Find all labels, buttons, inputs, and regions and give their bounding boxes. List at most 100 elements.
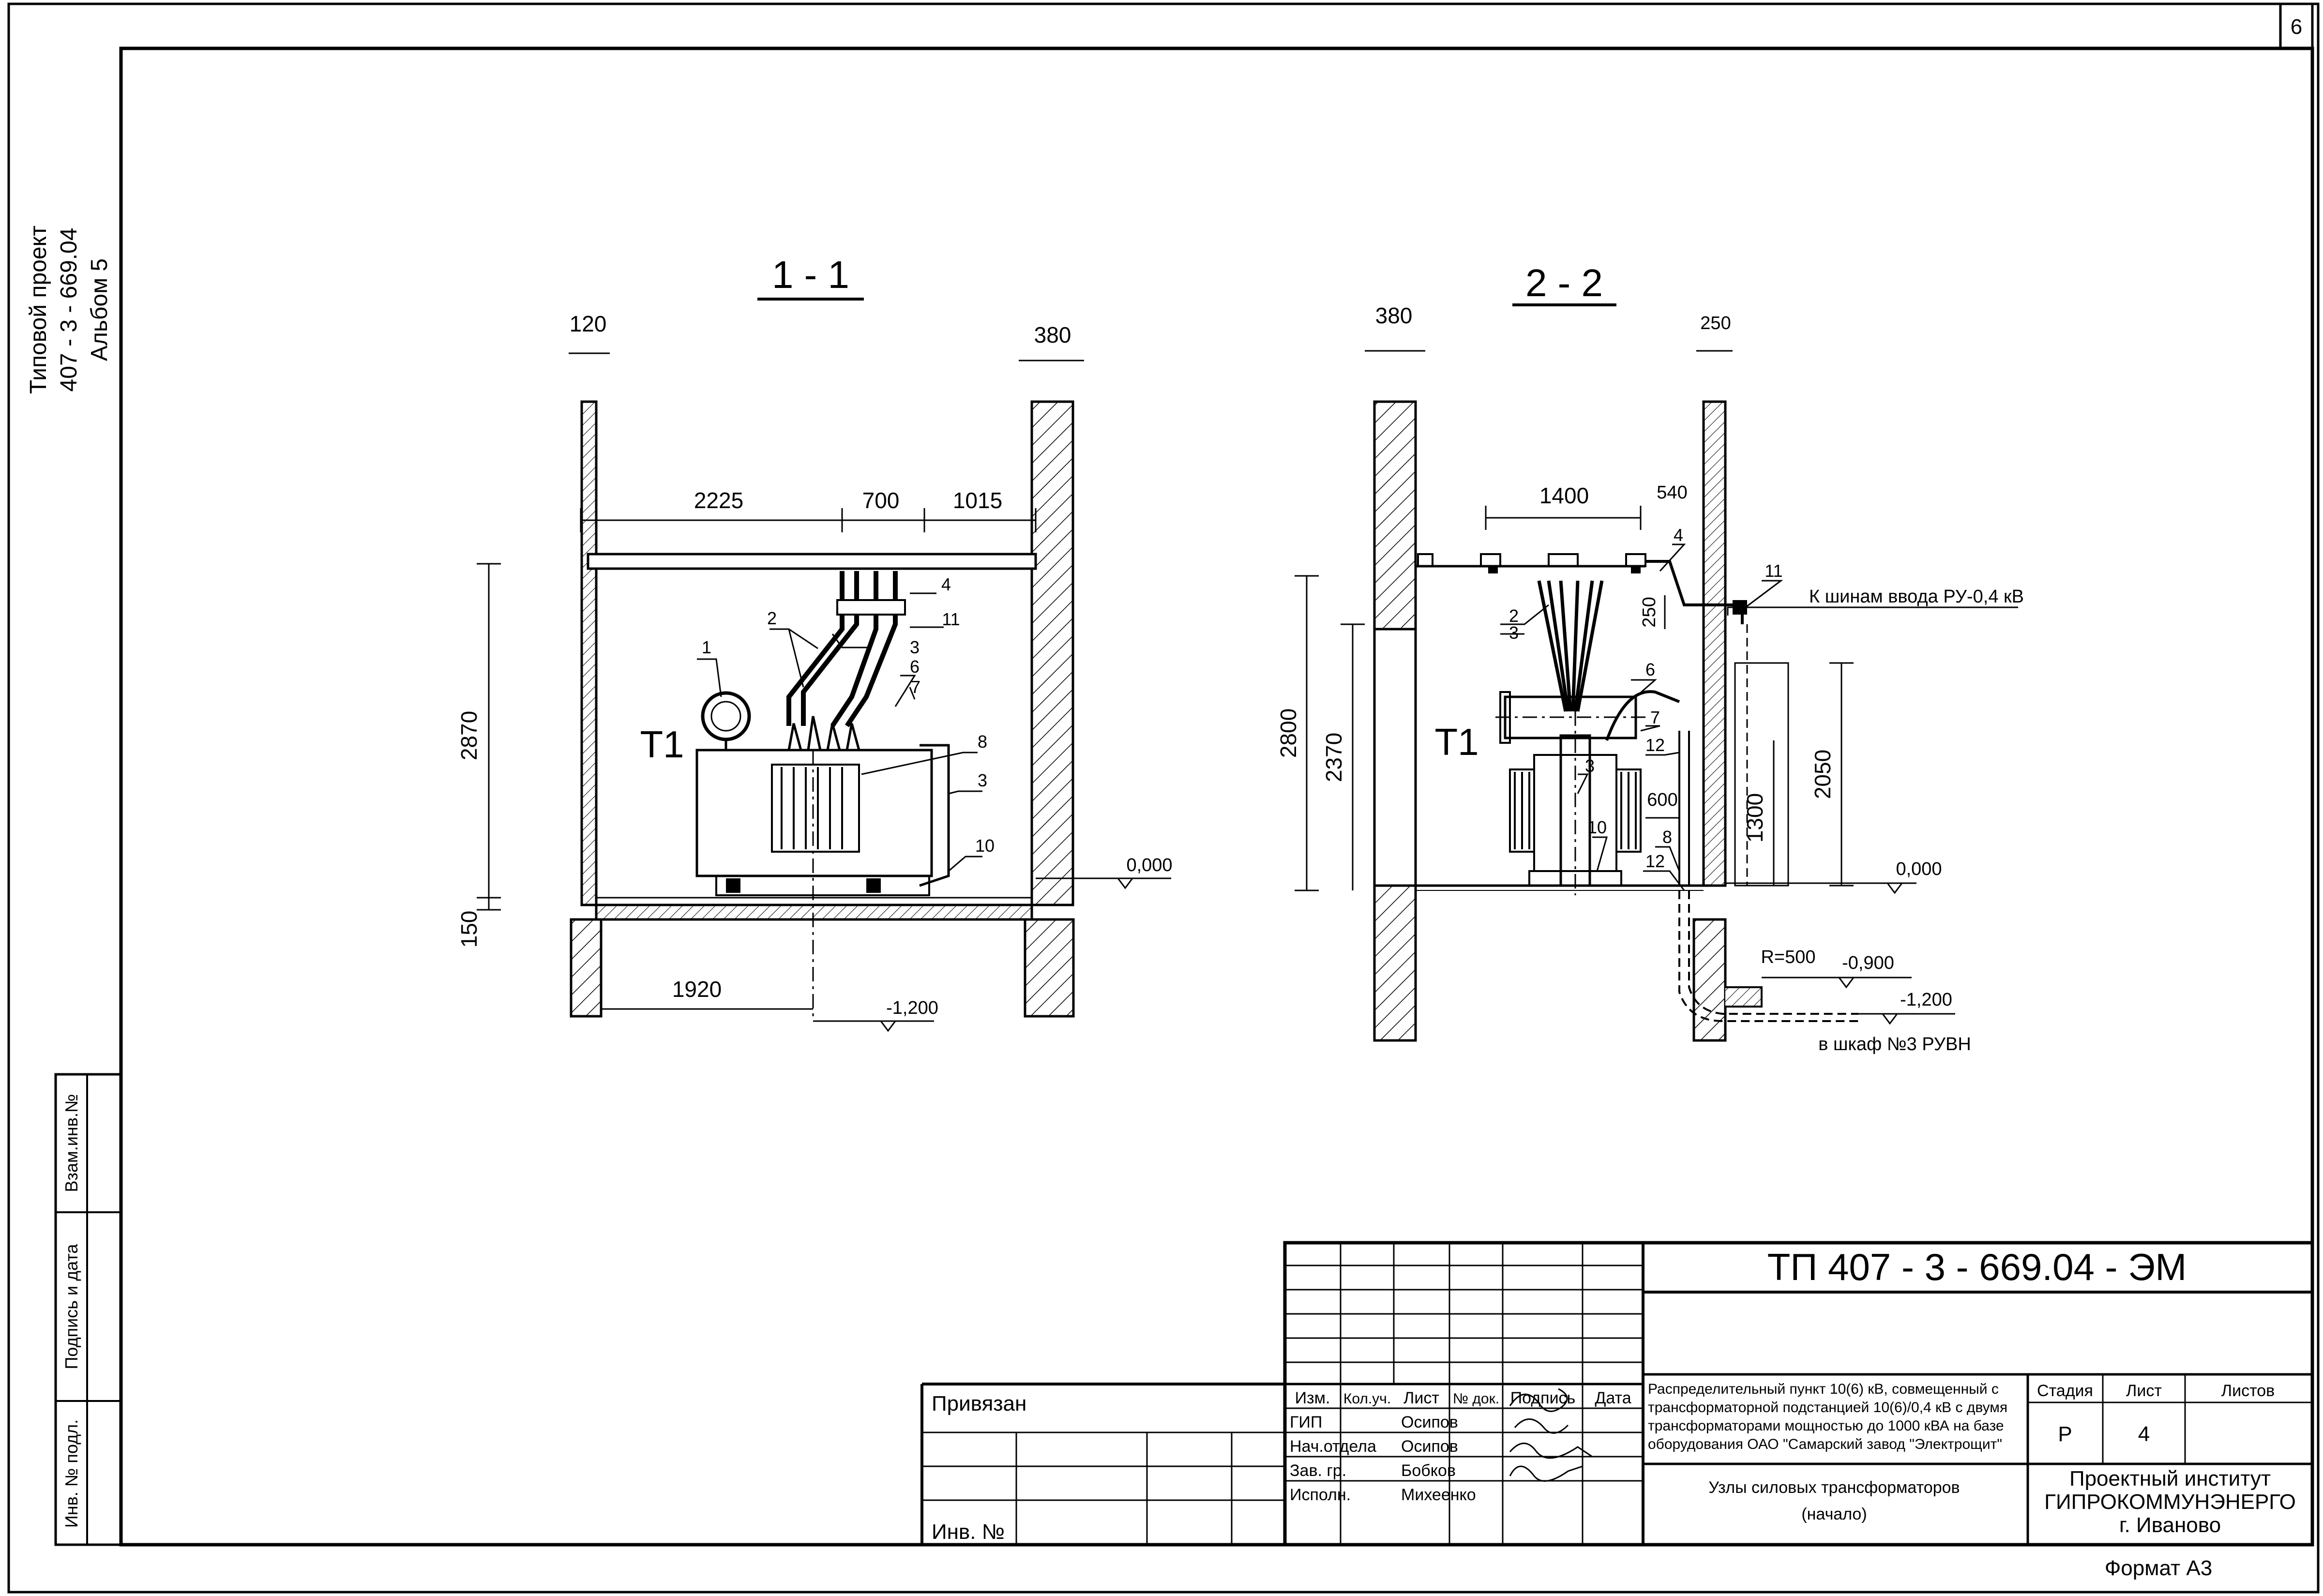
- svg-text:3: 3: [910, 637, 920, 657]
- foundation-left-2: [1373, 884, 1417, 1042]
- svg-text:1: 1: [702, 637, 711, 657]
- transformer-tank-1: [695, 749, 933, 877]
- svg-text:оборудования ОАО "Самарский за: оборудования ОАО "Самарский завод "Элект…: [1648, 1436, 2002, 1452]
- bound-label: Привязан: [932, 1392, 1026, 1415]
- svg-text:Нач.отдела: Нач.отдела: [1290, 1437, 1376, 1456]
- svg-text:Узлы силовых трансформаторов: Узлы силовых трансформаторов: [1708, 1478, 1960, 1497]
- svg-text:600: 600: [1647, 790, 1677, 810]
- svg-text:4: 4: [941, 574, 951, 594]
- svg-text:380: 380: [1375, 303, 1413, 328]
- section-1-title: 1 - 1: [772, 253, 849, 296]
- svg-text:150: 150: [456, 911, 482, 948]
- svg-text:Взам.инв.№: Взам.инв.№: [61, 1094, 81, 1192]
- svg-text:3: 3: [1585, 756, 1595, 776]
- wall-right-2: [1702, 400, 1727, 887]
- foundation-right-2: [1692, 918, 1727, 1042]
- sheet-value: 4: [2138, 1422, 2150, 1446]
- svg-text:8: 8: [1662, 827, 1672, 847]
- svg-text:Михеенко: Михеенко: [1401, 1486, 1476, 1504]
- svg-text:6: 6: [910, 657, 920, 677]
- svg-text:Типовой проект: Типовой проект: [26, 226, 51, 394]
- section-2-2: 2 - 2: [1276, 261, 2024, 1054]
- svg-text:Бобков: Бобков: [1401, 1461, 1456, 1480]
- wall-left-2: [1373, 400, 1417, 631]
- svg-text:12: 12: [1645, 735, 1665, 755]
- svg-text:№ док.: № док.: [1453, 1391, 1499, 1407]
- svg-text:10: 10: [1587, 817, 1607, 837]
- svg-text:3: 3: [978, 770, 987, 790]
- svg-text:0,000: 0,000: [1896, 859, 1942, 879]
- side-stamp: Инв. № подл. Подпись и дата Взам.инв.№: [54, 1073, 122, 1546]
- svg-text:Кол.уч.: Кол.уч.: [1343, 1391, 1391, 1407]
- svg-text:Лист: Лист: [1403, 1389, 1439, 1407]
- svg-text:11: 11: [1765, 561, 1782, 581]
- svg-text:2225: 2225: [694, 488, 743, 513]
- svg-text:Подпись и дата: Подпись и дата: [61, 1244, 81, 1370]
- svg-text:Инв. № подл.: Инв. № подл.: [61, 1419, 81, 1528]
- svg-text:Стадия: Стадия: [2037, 1382, 2093, 1400]
- section-2-title: 2 - 2: [1525, 261, 1603, 304]
- svg-text:-0,900: -0,900: [1842, 953, 1894, 973]
- svg-text:2: 2: [1509, 606, 1519, 626]
- document-code: ТП 407 - 3 - 669.04 - ЭМ: [1767, 1246, 2187, 1288]
- svg-text:2370: 2370: [1321, 733, 1346, 782]
- note-to-cabinet: в шкаф №3 РУВН: [1818, 1034, 1971, 1054]
- svg-text:3: 3: [1509, 623, 1519, 643]
- signatures: [1509, 1388, 1593, 1482]
- svg-text:2050: 2050: [1810, 750, 1835, 799]
- svg-text:трансформаторами мощностью до: трансформаторами мощностью до 1000 кВА н…: [1648, 1418, 2004, 1434]
- foundation-left-1: [570, 918, 603, 1018]
- svg-text:2800: 2800: [1276, 708, 1301, 758]
- note-to-bus: К шинам ввода РУ-0,4 кВ: [1809, 587, 2024, 607]
- svg-text:Осипов: Осипов: [1401, 1437, 1458, 1456]
- svg-text:Зав. гр.: Зав. гр.: [1290, 1461, 1346, 1480]
- svg-text:Исполн.: Исполн.: [1290, 1486, 1351, 1504]
- svg-text:-1,200: -1,200: [1900, 990, 1952, 1010]
- svg-text:(начало): (начало): [1801, 1505, 1867, 1523]
- svg-text:12: 12: [1645, 851, 1665, 871]
- svg-text:ГИПРОКОММУНЭНЕРГО: ГИПРОКОММУНЭНЕРГО: [2044, 1490, 2296, 1514]
- svg-text:Листов: Листов: [2221, 1382, 2275, 1400]
- svg-text:Дата: Дата: [1595, 1389, 1631, 1407]
- radiator-1: [771, 764, 860, 853]
- title-block: ТП 407 - 3 - 669.04 - ЭМ Привязан Инв. №…: [920, 1241, 2314, 1547]
- conservator-1: [701, 691, 751, 741]
- svg-text:Изм.: Изм.: [1295, 1389, 1330, 1407]
- svg-text:1300: 1300: [1742, 793, 1767, 843]
- foundation-right-1: [1024, 918, 1075, 1018]
- svg-text:1920: 1920: [672, 977, 722, 1002]
- sheet-frame: [7, 2, 2320, 1594]
- svg-text:R=500: R=500: [1761, 947, 1815, 967]
- stage-value: Р: [2058, 1422, 2072, 1446]
- svg-text:2870: 2870: [456, 711, 482, 760]
- svg-text:8: 8: [978, 732, 987, 752]
- svg-text:6: 6: [1645, 660, 1655, 679]
- wall-left-1: [580, 400, 598, 906]
- svg-text:407 - 3 - 669.04: 407 - 3 - 669.04: [56, 228, 82, 392]
- svg-text:11: 11: [942, 609, 960, 629]
- ceiling-beam-1: [587, 553, 1037, 570]
- inventory-label: Инв. №: [932, 1520, 1005, 1544]
- svg-text:7: 7: [1650, 708, 1660, 727]
- svg-text:трансформаторной подстанцией 1: трансформаторной подстанцией 10(6)/0,4 к…: [1648, 1400, 2007, 1415]
- svg-text:120: 120: [570, 311, 607, 336]
- svg-text:0,000: 0,000: [1126, 855, 1172, 875]
- svg-text:Проектный институт: Проектный институт: [2069, 1467, 2271, 1491]
- svg-text:250: 250: [1700, 313, 1731, 333]
- svg-text:4: 4: [1674, 525, 1683, 545]
- wall-right-1: [1030, 400, 1074, 906]
- svg-text:2: 2: [767, 608, 777, 628]
- svg-text:г. Иваново: г. Иваново: [2119, 1513, 2221, 1537]
- transformer-label-1: Т1: [640, 723, 684, 766]
- section-1-1: 1 - 1: [456, 253, 1173, 1032]
- cabinet-2: [1734, 662, 1789, 887]
- svg-text:7: 7: [911, 677, 920, 697]
- svg-text:-1,200: -1,200: [886, 998, 938, 1018]
- format-label: Формат А3: [2105, 1556, 2212, 1580]
- svg-text:1400: 1400: [1539, 483, 1589, 508]
- svg-text:ГИП: ГИП: [1290, 1413, 1322, 1431]
- svg-text:Осипов: Осипов: [1401, 1413, 1458, 1431]
- svg-text:10: 10: [975, 836, 995, 856]
- svg-text:380: 380: [1034, 322, 1071, 347]
